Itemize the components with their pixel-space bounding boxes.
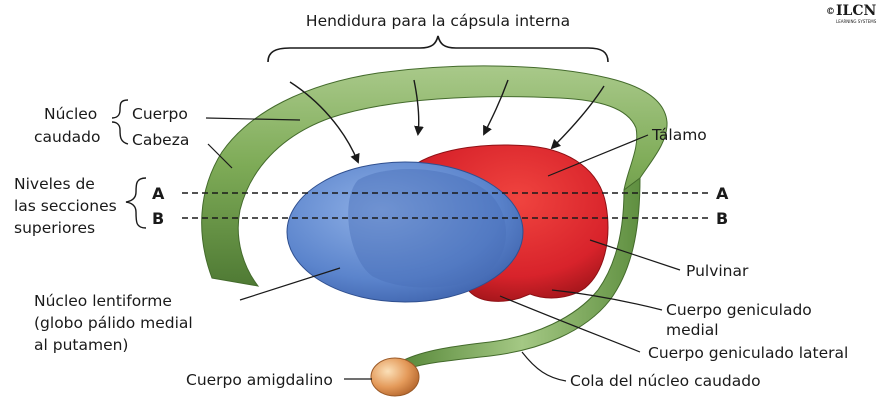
label-nucleo: Núcleo: [44, 105, 97, 123]
logo-subtext: LEARNING SYSTEMS: [836, 19, 877, 24]
label-lentiforme-1: Núcleo lentiforme: [34, 292, 172, 310]
leader-geniculado-lateral: [499, 295, 641, 353]
caudate-brace-lower: [111, 121, 129, 145]
caudate-brace-upper: [111, 99, 129, 119]
label-cabeza: Cabeza: [132, 131, 189, 149]
label-cuerpo: Cuerpo: [132, 105, 188, 123]
leader-cabeza: [207, 143, 233, 169]
amygdaloid-body: [370, 357, 420, 397]
cleft-arrow-1: [289, 81, 360, 164]
cleft-arrow-2: [413, 79, 424, 136]
leader-cola: [521, 351, 567, 382]
lentiform-inner-shade: [348, 168, 506, 288]
label-level-a-right: A: [716, 184, 729, 203]
capsule-bracket: [267, 35, 609, 63]
logo-copyright-symbol: ©: [826, 7, 835, 17]
label-cola: Cola del núcleo caudado: [570, 372, 761, 390]
cleft-arrow-3: [483, 79, 509, 136]
label-talamo: Tálamo: [651, 126, 707, 144]
label-geniculado-lateral: Cuerpo geniculado lateral: [648, 344, 848, 362]
label-niveles-3: superiores: [14, 219, 95, 237]
levels-brace: [125, 177, 147, 229]
label-geniculado-medial-2: medial: [666, 321, 719, 339]
logo-text: ILCN: [836, 3, 877, 19]
label-geniculado-medial-1: Cuerpo geniculado: [666, 301, 812, 319]
cleft-arrow-4: [550, 85, 605, 150]
lentiform-nucleus: [286, 161, 524, 303]
label-niveles-2: las secciones: [14, 197, 117, 215]
capsule-title: Hendidura para la cápsula interna: [306, 12, 570, 30]
label-amigdalino: Cuerpo amigdalino: [186, 371, 333, 389]
label-niveles-1: Niveles de: [14, 175, 95, 193]
publisher-logo: © ILCN LEARNING SYSTEMS: [826, 3, 877, 24]
leader-lentiforme: [239, 267, 341, 301]
label-pulvinar: Pulvinar: [686, 262, 749, 280]
label-level-b-right: B: [716, 209, 728, 228]
label-caudado: caudado: [34, 128, 101, 146]
label-level-a-left: A: [152, 184, 165, 203]
leader-pulvinar: [589, 239, 681, 271]
label-level-b-left: B: [152, 209, 164, 228]
leader-talamo: [547, 134, 649, 177]
leader-cuerpo: [205, 117, 301, 121]
label-lentiforme-3: al putamen): [34, 336, 128, 354]
label-lentiforme-2: (globo pálido medial: [34, 314, 193, 332]
leader-geniculado-medial: [551, 289, 663, 311]
